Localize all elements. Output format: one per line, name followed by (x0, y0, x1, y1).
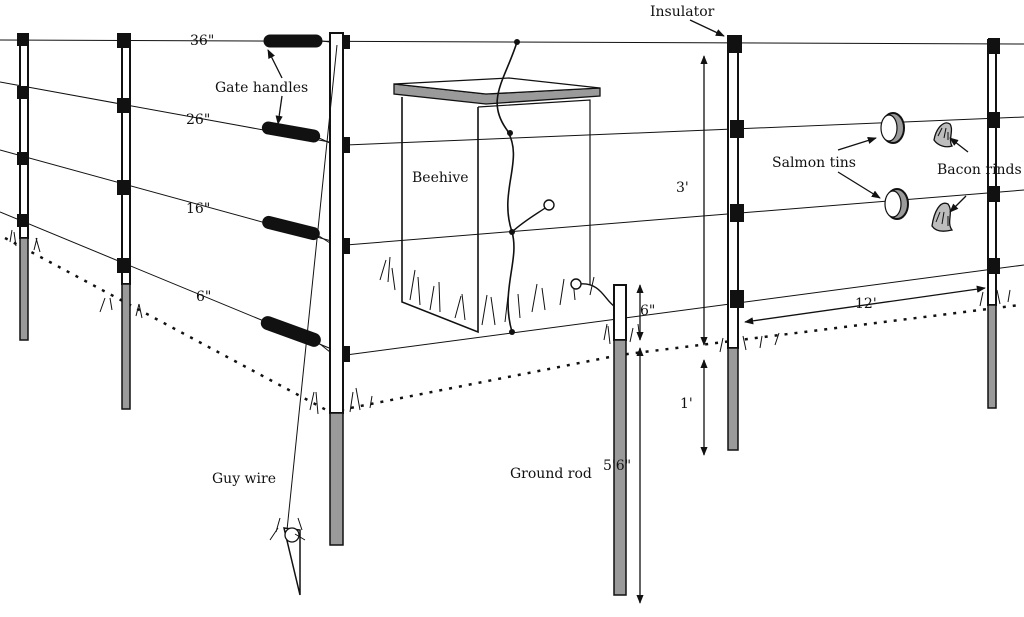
bacon-rind-icon (933, 122, 954, 148)
label-26: 26" (186, 112, 210, 128)
label-bacon-rinds: Bacon rinds (937, 162, 1022, 178)
gate-handles (260, 34, 331, 353)
guy-wire (269, 44, 338, 596)
fence-post-4 (727, 35, 744, 451)
gate-handle-16 (262, 215, 320, 241)
label-gate-handles: Gate handles (215, 80, 308, 96)
fence-post-2 (117, 33, 131, 410)
beehive (379, 39, 601, 335)
ground-rod (570, 278, 641, 596)
attractants (880, 112, 954, 232)
wire-26-right (345, 116, 1024, 146)
text-labels: 36" 26" 16" 6" Gate handles Beehive Insu… (186, 4, 1022, 487)
fence-post-5 (987, 38, 1000, 409)
bacon-rind-icon-2 (931, 202, 954, 232)
wire-36 (0, 39, 1024, 45)
dim-post-spacing: 12' (855, 296, 877, 312)
label-16: 16" (186, 201, 210, 217)
gate-handle-36 (263, 34, 323, 48)
label-6: 6" (196, 289, 211, 305)
insulator-icon (728, 35, 742, 53)
dim-rod-above: 6" (640, 303, 655, 319)
pointer-arrows (267, 19, 969, 213)
label-guy-wire: Guy wire (212, 471, 276, 487)
dim-post-above: 3' (676, 180, 689, 196)
fence-post-1 (17, 33, 29, 341)
fence-post-3-corner (329, 32, 350, 546)
dim-post-below: 1' (680, 396, 693, 412)
fence-posts (17, 32, 1000, 546)
gate-handle-26 (261, 121, 321, 143)
dimension-lines (636, 55, 986, 604)
label-36: 36" (190, 33, 214, 49)
hive-wire (496, 41, 518, 333)
label-insulator: Insulator (650, 4, 715, 20)
label-ground-rod: Ground rod (510, 466, 592, 482)
label-salmon-tins: Salmon tins (772, 155, 856, 171)
dim-rod-below: 5'6" (603, 458, 631, 474)
fence-wires (0, 39, 1024, 356)
wire-16-right (345, 189, 1024, 246)
label-beehive: Beehive (412, 170, 469, 186)
gate-handle-6 (260, 316, 321, 347)
wire-6-right (345, 264, 1024, 356)
